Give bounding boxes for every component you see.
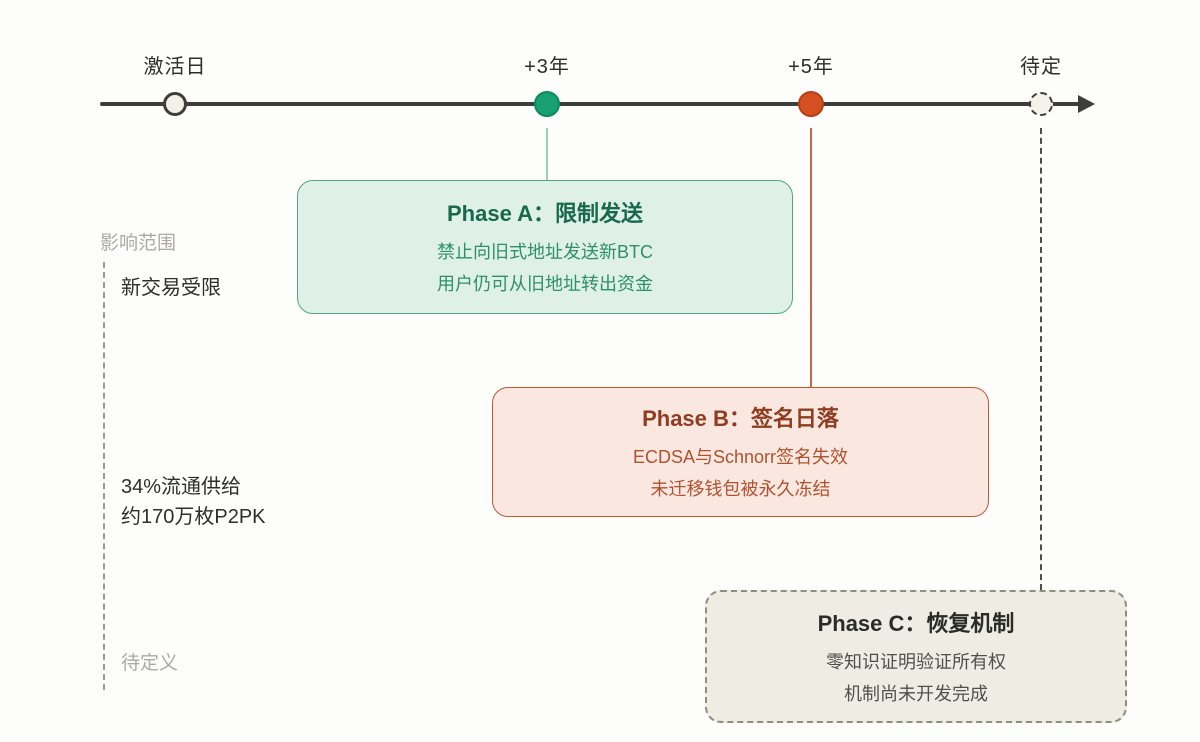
- card-phase-a-line1: 禁止向旧式地址发送新BTC: [437, 242, 653, 262]
- axis-label-activation: 激活日: [143, 56, 207, 78]
- card-phase-b-line2: 未迁移钱包被永久冻结: [650, 479, 831, 499]
- label-supply-impact: 34%流通供给 约170万枚P2PK: [121, 472, 266, 532]
- marker-tbd-circle: [1029, 92, 1053, 116]
- marker-activation-circle: [163, 92, 187, 116]
- card-phase-a: Phase A：限制发送 禁止向旧式地址发送新BTC 用户仍可从旧地址转出资金: [297, 180, 793, 314]
- card-phase-c-line2: 机制尚未开发完成: [844, 683, 988, 704]
- axis-label-plus-3-years: +3年: [524, 56, 570, 78]
- card-phase-c: Phase C：恢复机制 零知识证明验证所有权 机制尚未开发完成: [705, 590, 1127, 723]
- marker-phase-a-circle: [534, 91, 560, 117]
- card-phase-b-line1: ECDSA与Schnorr签名失效: [632, 447, 849, 467]
- connector-phase-b: [810, 128, 812, 387]
- card-phase-b-title: Phase B：签名日落: [642, 406, 839, 431]
- label-impact-scope: 影响范围: [100, 233, 177, 254]
- connector-phase-c: [1040, 128, 1042, 590]
- card-phase-b: Phase B：签名日落 ECDSA与Schnorr签名失效 未迁移钱包被永久冻…: [492, 387, 989, 517]
- timeline-axis-line: [100, 102, 1080, 106]
- card-phase-a-title: Phase A：限制发送: [446, 201, 643, 226]
- label-new-tx-restricted: 新交易受限: [121, 277, 221, 299]
- card-phase-c-line1: 零知识证明验证所有权: [826, 651, 1006, 672]
- label-supply-line2: 约170万枚P2PK: [121, 506, 266, 528]
- label-to-be-defined: 待定义: [121, 653, 179, 674]
- card-phase-a-line2: 用户仍可从旧地址转出资金: [437, 274, 653, 294]
- marker-phase-b-circle: [798, 91, 824, 117]
- left-dashed-guide-line: [103, 262, 105, 690]
- axis-label-plus-5-years: +5年: [788, 56, 834, 78]
- label-supply-line1: 34%流通供给: [121, 476, 242, 498]
- timeline-arrowhead-icon: [1078, 95, 1095, 113]
- card-phase-c-title: Phase C：恢复机制: [817, 610, 1015, 636]
- axis-label-tbd: 待定: [1020, 56, 1062, 78]
- connector-phase-a: [546, 128, 548, 181]
